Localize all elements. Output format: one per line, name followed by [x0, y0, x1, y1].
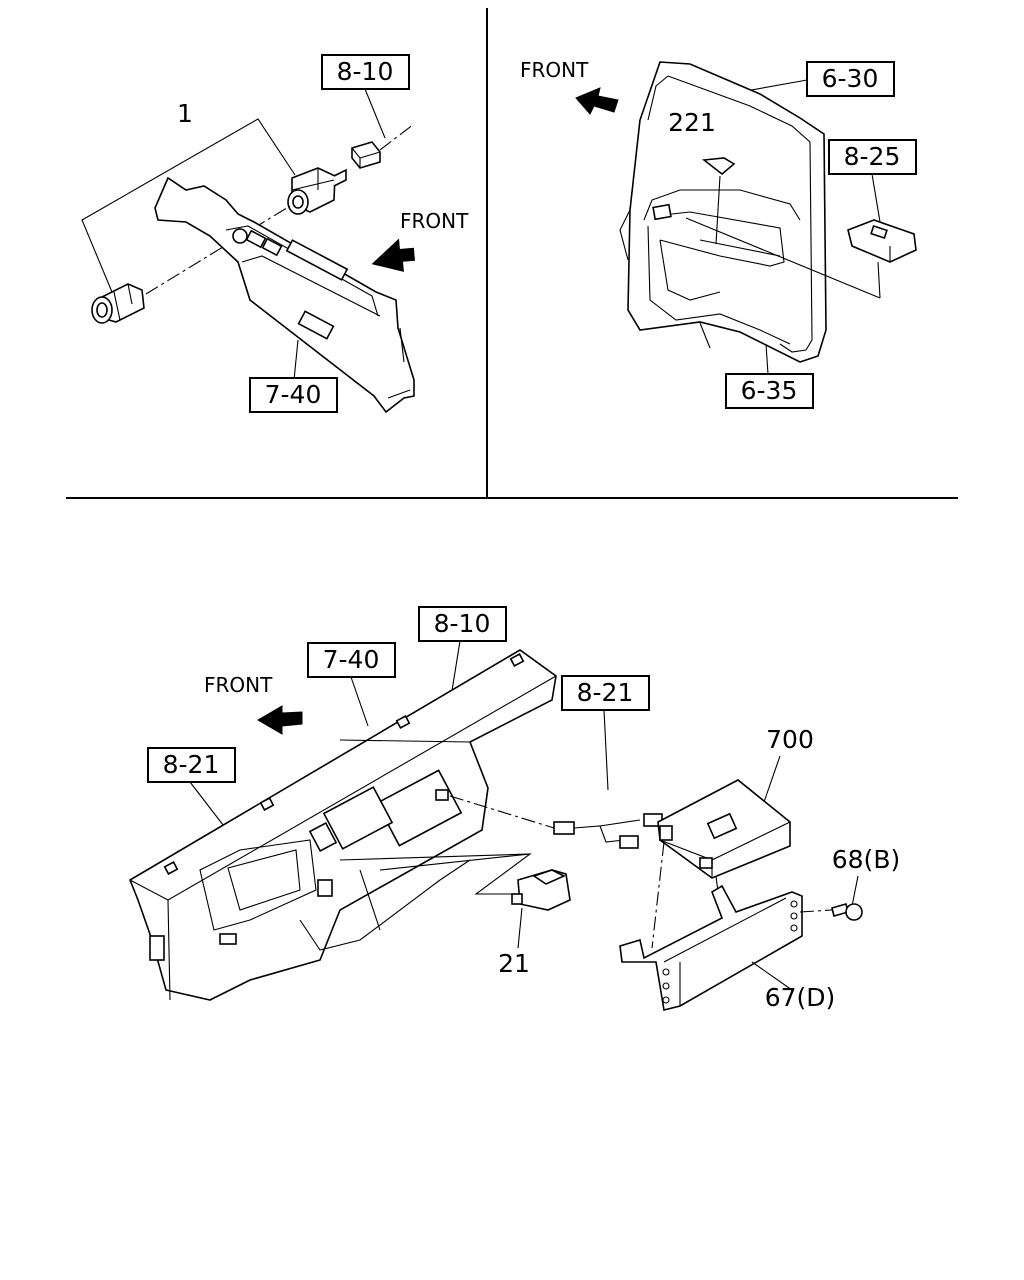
ref-box-7-40-top[interactable] — [249, 377, 338, 413]
leader-8-21-right — [603, 709, 609, 791]
mounting-bracket-67d — [619, 884, 803, 1011]
front-label-top-left: FRONT — [400, 209, 469, 233]
panel-top-right: FRONT 6-30 221 8-25 — [520, 58, 917, 409]
lighter-knob — [91, 283, 145, 324]
part-number-68b: 68(B) — [832, 845, 900, 874]
leader-6-35 — [765, 343, 769, 375]
leader-67d — [751, 961, 793, 991]
front-label-top-right: FRONT — [520, 58, 589, 82]
ref-label-6-30: 6-30 — [822, 64, 879, 93]
ref-box-8-10-top[interactable] — [321, 54, 410, 90]
ref-label-8-25: 8-25 — [844, 142, 901, 171]
ref-box-7-40-bottom[interactable] — [307, 642, 396, 678]
ref-box-8-10-bottom[interactable] — [418, 606, 507, 642]
lighter-switch-body — [287, 167, 347, 215]
part-number-700: 700 — [766, 725, 814, 754]
leader-221 — [715, 175, 721, 245]
switch-21-line-b — [379, 853, 531, 871]
wiring-harness — [449, 795, 663, 849]
front-arrow-top-left — [371, 238, 415, 272]
ref-box-6-35[interactable] — [725, 373, 814, 409]
ref-label-6-35: 6-35 — [741, 376, 798, 405]
ref-label-8-10-bottom: 8-10 — [434, 609, 491, 638]
part-number-67d: 67(D) — [765, 983, 836, 1012]
door-panel — [619, 61, 827, 363]
ref-label-7-40-bottom: 7-40 — [323, 645, 380, 674]
switch-21 — [511, 869, 571, 911]
front-arrow-bottom — [257, 705, 303, 735]
panel-top-left: 8-10 1 — [81, 54, 469, 414]
ref-label-8-21-left: 8-21 — [163, 750, 220, 779]
front-label-bottom: FRONT — [204, 673, 273, 697]
ref-box-6-30[interactable] — [806, 61, 895, 97]
ref-label-8-10-top: 8-10 — [337, 57, 394, 86]
leader-8-25 — [871, 173, 881, 223]
panel-bottom: 8-10 7-40 FRONT 8-21 — [129, 606, 900, 1012]
ref-label-8-21-right: 8-21 — [577, 678, 634, 707]
ref-box-8-21-left[interactable] — [147, 747, 236, 783]
switch-leader-tail — [877, 261, 881, 299]
door-trim-clip-221 — [701, 157, 736, 176]
leader-700 — [763, 755, 781, 803]
part-number-1: 1 — [177, 99, 193, 128]
power-window-switch — [847, 219, 917, 263]
assembly-line — [145, 205, 291, 295]
leader-part-1 — [81, 118, 296, 293]
leader-21 — [517, 907, 523, 949]
leader-68b — [851, 875, 859, 907]
switch-install-line — [685, 217, 881, 299]
bolt-68b — [799, 903, 863, 921]
ref-box-8-21-right[interactable] — [561, 675, 650, 711]
ref-label-7-40-top: 7-40 — [265, 380, 322, 409]
part-number-21: 21 — [498, 949, 530, 978]
leader-8-10-top — [364, 88, 386, 139]
instrument-panel-top — [154, 176, 415, 414]
part-number-221: 221 — [668, 108, 716, 137]
front-arrow-top-right — [575, 87, 619, 115]
dashboard-assembly — [129, 649, 557, 1001]
switch-21-install-lines — [339, 853, 532, 895]
control-module-700 — [657, 779, 791, 879]
leader-7-40-top — [293, 339, 299, 381]
module-mount-line-a — [651, 841, 665, 949]
leader-7-40-bottom — [350, 676, 369, 727]
